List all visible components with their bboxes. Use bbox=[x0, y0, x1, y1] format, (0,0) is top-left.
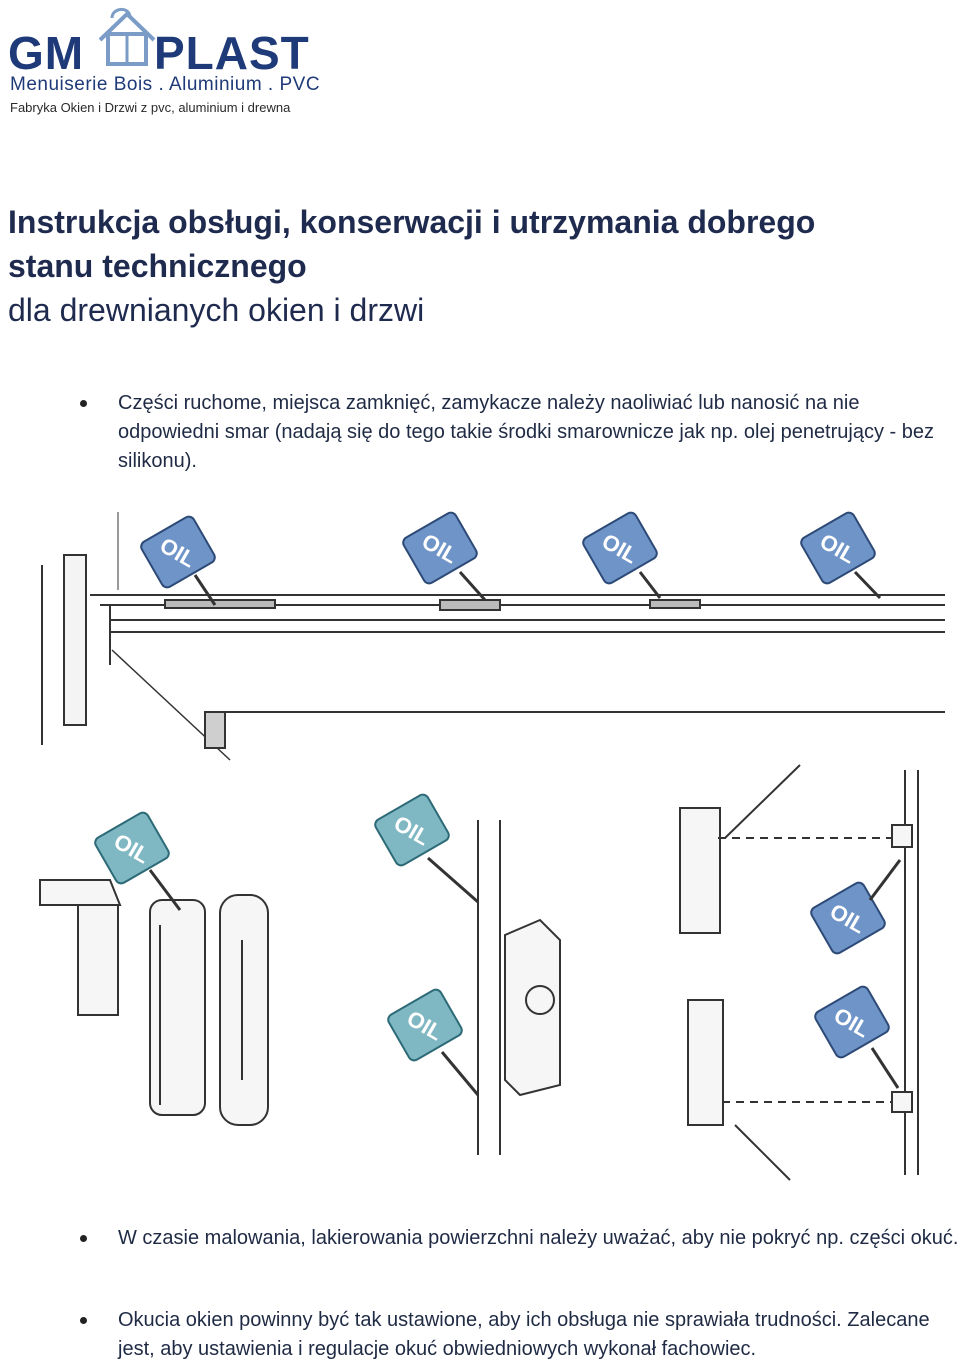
title-line-3: dla drewnianych okien i drzwi bbox=[8, 292, 425, 328]
oil-can-icon bbox=[812, 983, 892, 1061]
oil-can-icon bbox=[400, 509, 480, 587]
lock-keeper-figure bbox=[477, 820, 561, 1155]
bullet-dot-icon bbox=[80, 1317, 87, 1324]
logo-tagline: Menuiserie Bois . Aluminium . PVC bbox=[10, 74, 321, 95]
logo-brand-right: PLAST bbox=[154, 27, 310, 79]
window-top-figure bbox=[41, 512, 945, 761]
bullet-dot-icon bbox=[80, 400, 87, 407]
roller-striker-figure bbox=[679, 764, 919, 1181]
title-line-2: stanu technicznego bbox=[8, 248, 307, 284]
oil-can-icon bbox=[138, 513, 218, 591]
logo-subtitle: Fabryka Okien i Drzwi z pvc, aluminium i… bbox=[10, 100, 291, 115]
bullet-item: Części ruchome, miejsca zamknięć, zamyka… bbox=[80, 389, 960, 476]
bullet-item: Okucia okien powinny być tak ustawione, … bbox=[80, 1306, 960, 1364]
hinge-figure bbox=[39, 879, 269, 1126]
company-logo: GM PLAST Menuiserie Bois . Aluminium . P… bbox=[6, 4, 341, 116]
bullet-text: W czasie malowania, lakierowania powierz… bbox=[118, 1227, 959, 1249]
lubrication-illustration: OIL OIL bbox=[39, 509, 945, 1181]
document-title: Instrukcja obsługi, konserwacji i utrzym… bbox=[8, 200, 948, 332]
bullet-text: Części ruchome, miejsca zamknięć, zamyka… bbox=[118, 392, 934, 472]
bullet-dot-icon bbox=[80, 1235, 87, 1242]
title-line-1: Instrukcja obsługi, konserwacji i utrzym… bbox=[8, 204, 816, 240]
oil-can-icon: OIL bbox=[94, 811, 170, 885]
oil-can-icon bbox=[580, 509, 660, 587]
oil-can-icon: OIL bbox=[387, 988, 463, 1062]
house-icon bbox=[98, 8, 156, 66]
logo-brand-left: GM bbox=[8, 27, 85, 79]
bullet-text: Okucia okien powinny być tak ustawione, … bbox=[118, 1309, 930, 1360]
oil-can-icon bbox=[798, 509, 878, 587]
bullet-item: W czasie malowania, lakierowania powierz… bbox=[80, 1224, 960, 1253]
oil-can-icon: OIL bbox=[374, 793, 450, 867]
